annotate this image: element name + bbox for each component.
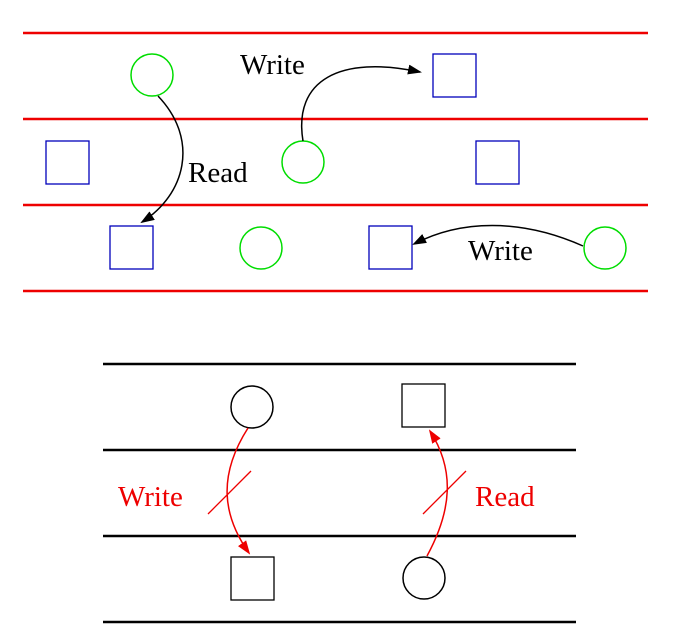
label-read: Read (188, 157, 248, 189)
data-square-bottom-2 (230, 556, 275, 601)
top-panel: Write Read Write (23, 31, 648, 293)
top-lane-dividers (23, 31, 648, 293)
thread-circle-top-4 (583, 226, 627, 270)
label-read-blocked: Read (475, 481, 535, 513)
data-square-top-4 (109, 225, 154, 270)
bottom-panel: Write Read (103, 362, 576, 624)
read-arrow (140, 95, 184, 224)
label-write-upper: Write (240, 49, 305, 81)
thread-circle-top-3 (239, 226, 283, 270)
data-square-top-1 (432, 53, 477, 98)
data-square-top-3 (475, 140, 520, 185)
thread-circle-top-2 (281, 140, 325, 184)
data-square-top-5 (368, 225, 413, 270)
blocked-write-slash (207, 470, 252, 515)
thread-circle-bottom-2 (402, 556, 446, 600)
label-write-lower: Write (468, 235, 533, 267)
write-arrow-lower (412, 224, 584, 247)
blocked-read-slash (422, 470, 467, 515)
data-square-bottom-1 (401, 383, 446, 428)
thread-circle-bottom-1 (230, 385, 274, 429)
write-arrow-upper (301, 64, 422, 142)
thread-circle-top-1 (130, 53, 174, 97)
data-square-top-2 (45, 140, 90, 185)
blocked-write-arrow (226, 427, 251, 555)
blocked-read-arrow (426, 429, 448, 557)
label-write-blocked: Write (118, 481, 183, 513)
bottom-lane-dividers (103, 362, 576, 624)
